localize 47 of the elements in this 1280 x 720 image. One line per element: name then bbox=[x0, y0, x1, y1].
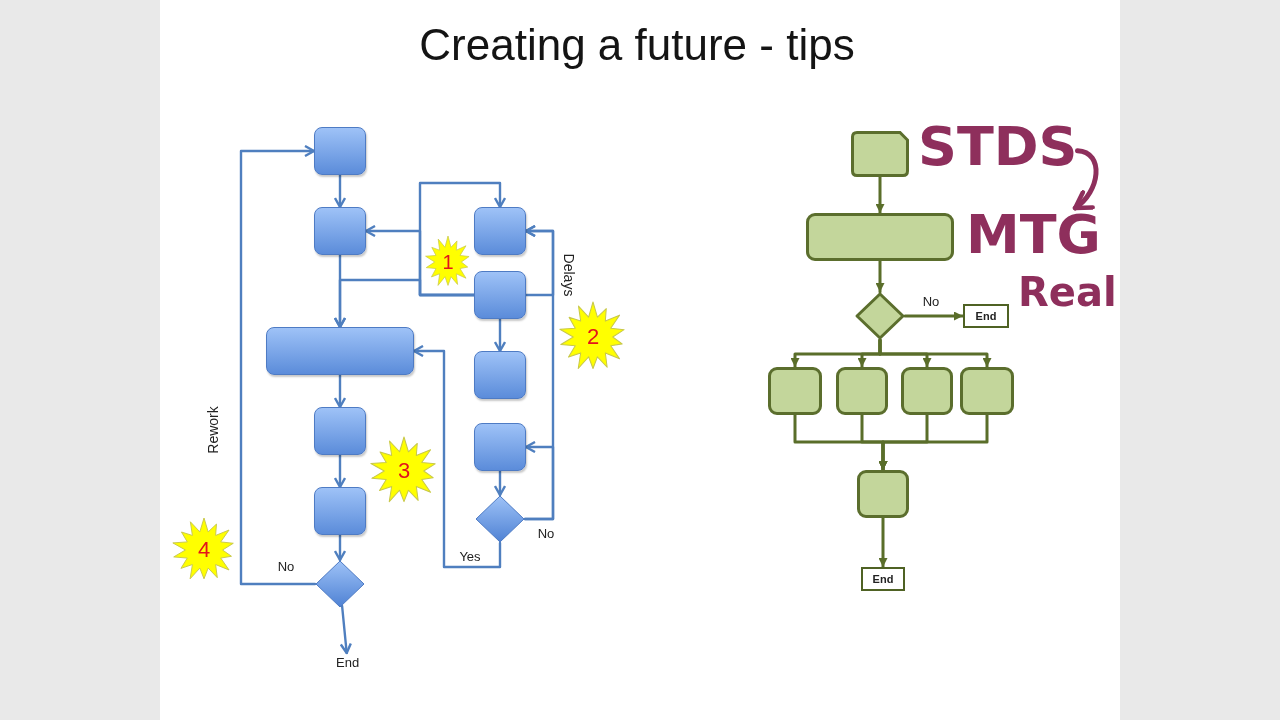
handwritten-note: STDS bbox=[918, 120, 1078, 174]
process-box bbox=[836, 367, 888, 415]
terminator-label: End bbox=[872, 573, 894, 585]
flow-arrow bbox=[333, 533, 347, 562]
terminator-box bbox=[861, 567, 905, 591]
process-box bbox=[768, 367, 822, 415]
flow-arrow bbox=[523, 224, 555, 521]
flow-arrow bbox=[333, 253, 347, 329]
process-box bbox=[314, 407, 366, 455]
flow-arrow bbox=[412, 344, 502, 569]
flow-arrow bbox=[493, 317, 507, 353]
flow-arrow bbox=[878, 413, 989, 472]
handwritten-note: Real bbox=[1018, 272, 1117, 312]
flow-arrow bbox=[333, 453, 347, 489]
flow-arrow bbox=[878, 516, 888, 569]
end-label: End bbox=[336, 655, 360, 670]
process-box bbox=[314, 127, 366, 175]
flow-arrow bbox=[239, 144, 317, 586]
process-box bbox=[901, 367, 953, 415]
flow-arrow bbox=[339, 604, 352, 655]
terminator-box bbox=[963, 304, 1009, 328]
callout-number: 3 bbox=[397, 460, 411, 482]
process-box bbox=[960, 367, 1014, 415]
process-box bbox=[474, 351, 526, 399]
terminator-label: End bbox=[975, 310, 997, 322]
process-box bbox=[266, 327, 414, 375]
process-box bbox=[806, 213, 954, 261]
flow-arrow bbox=[878, 338, 992, 369]
process-box bbox=[474, 271, 526, 319]
process-box bbox=[857, 470, 909, 518]
flow-arrow bbox=[333, 373, 347, 409]
process-box bbox=[314, 487, 366, 535]
process-box bbox=[474, 423, 526, 471]
callout-number: 2 bbox=[586, 326, 600, 348]
slide-title: Creating a future - tips bbox=[419, 20, 855, 71]
loop-label: Rework bbox=[206, 406, 222, 454]
process-box bbox=[314, 207, 366, 255]
flow-arrow bbox=[333, 173, 347, 209]
flow-arrow bbox=[875, 259, 885, 294]
callout-number: 4 bbox=[197, 539, 211, 561]
flow-arrow bbox=[493, 469, 507, 497]
flow-arrow bbox=[875, 175, 885, 215]
handwritten-note: MTG bbox=[966, 208, 1101, 262]
callout-number: 1 bbox=[442, 252, 454, 272]
flow-arrow bbox=[903, 311, 965, 321]
process-box bbox=[474, 207, 526, 255]
loop-label: Delays bbox=[560, 253, 576, 297]
